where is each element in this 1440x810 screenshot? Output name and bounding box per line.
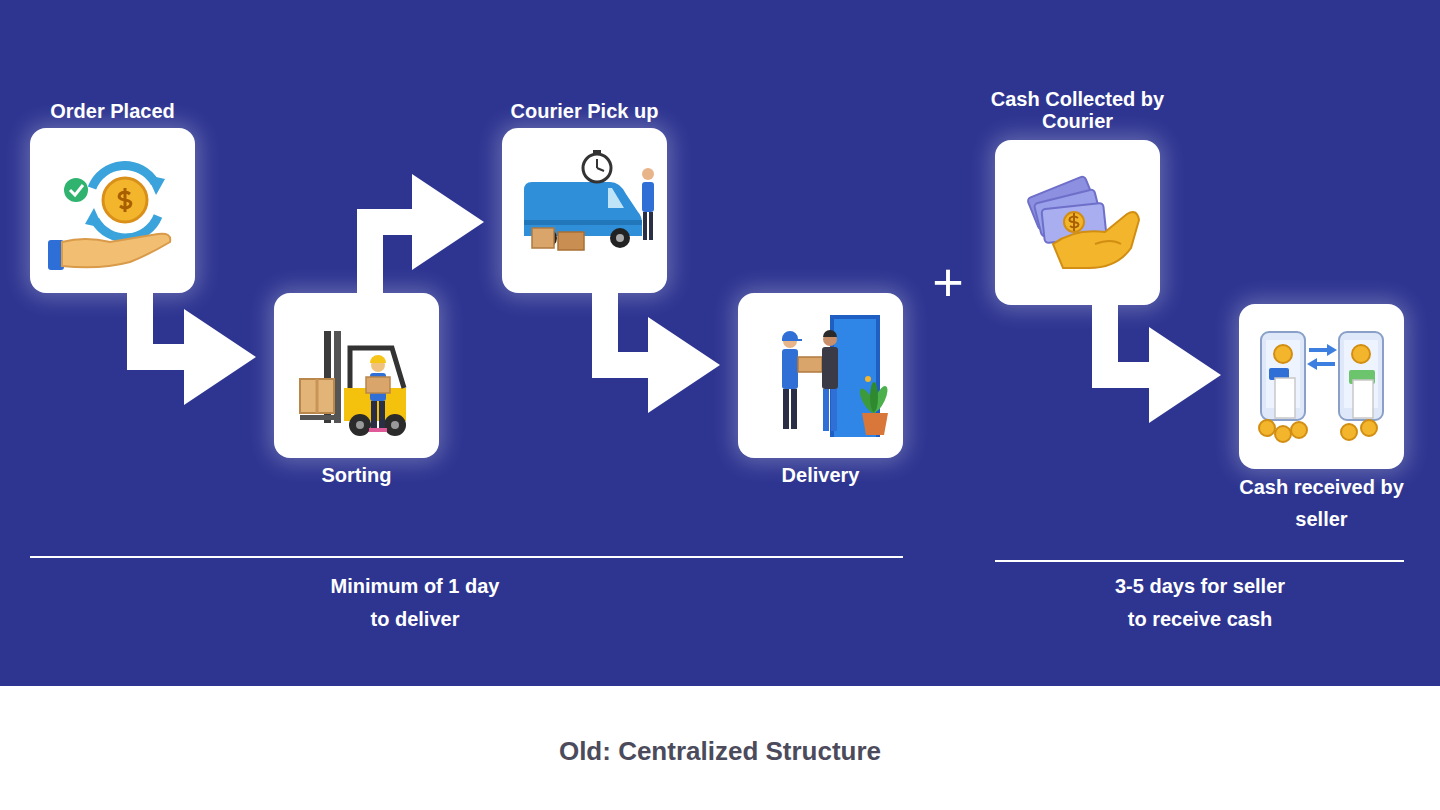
node-label: Cash received by seller (1230, 471, 1413, 535)
node-icon (524, 150, 654, 250)
arrow-head (1149, 327, 1221, 423)
timeline-bar (30, 556, 903, 558)
flow-arrow (140, 293, 256, 405)
arrow-shaft (1105, 305, 1151, 375)
node-icon (300, 331, 406, 436)
flow-arrow (1105, 305, 1221, 423)
node-icon (1027, 176, 1139, 268)
node-illustration (1239, 304, 1404, 469)
process-box: Delivery (738, 293, 903, 458)
process-box: Cash received by seller (1239, 304, 1404, 469)
arrow-shaft (605, 293, 650, 365)
arrow-shaft (140, 293, 186, 357)
process-box: Cash Collected by Courier (995, 140, 1160, 305)
arrow-head (412, 174, 484, 270)
process-box: Sorting (274, 293, 439, 458)
process-box: Courier Pick up (502, 128, 667, 293)
node-illustration (995, 140, 1160, 305)
arrow-head (648, 317, 720, 413)
arrow-head (184, 309, 256, 405)
node-label: Delivery (782, 462, 860, 488)
diagram-caption: Old: Centralized Structure (0, 736, 1440, 767)
timeline-bar (995, 560, 1404, 562)
node-illustration (30, 128, 195, 293)
node-label: Sorting (322, 462, 392, 488)
node-illustration (274, 293, 439, 458)
process-box: Order Placed (30, 128, 195, 293)
node-illustration (502, 128, 667, 293)
node-label: Courier Pick up (511, 98, 659, 124)
blue-panel (0, 0, 1440, 686)
plus-sign: + (923, 252, 973, 312)
node-label: Order Placed (50, 98, 175, 124)
node-icon (782, 315, 890, 437)
node-icon (48, 166, 170, 270)
flow-arrow (605, 293, 720, 413)
node-illustration (738, 293, 903, 458)
flow-arrow (370, 174, 484, 293)
arrow-shaft (370, 222, 414, 293)
node-icon (1259, 332, 1383, 442)
duration-note: 3-5 days for seller to receive cash (1109, 570, 1292, 636)
duration-note: Minimum of 1 day to deliver (324, 570, 507, 636)
node-label: Cash Collected by Courier (986, 88, 1169, 132)
